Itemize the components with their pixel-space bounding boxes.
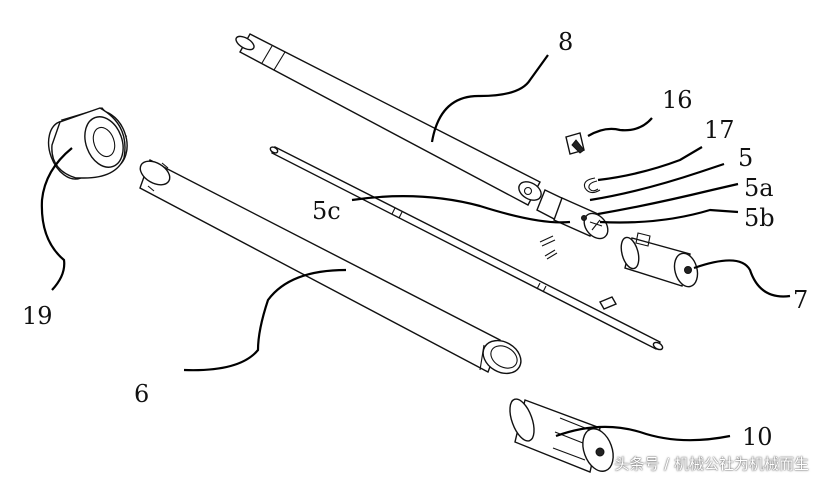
callout-10: 10: [742, 423, 773, 451]
leader-19: [40, 147, 73, 291]
leader-lines: [40, 54, 791, 442]
part-10-collet-body: [509, 398, 614, 473]
leader-5b: [599, 208, 739, 224]
callout-8: 8: [558, 28, 574, 56]
long-rod: [269, 146, 664, 351]
leader-5: [589, 162, 725, 202]
leader-7: [693, 259, 791, 298]
callout-16: 16: [662, 86, 693, 114]
part-19-ring: [47, 107, 128, 180]
part-7-sleeve: [620, 232, 699, 288]
callout-7: 7: [793, 286, 809, 314]
callout-6: 6: [134, 380, 150, 408]
callout-5a: 5a: [744, 174, 774, 202]
callout-19: 19: [22, 302, 53, 330]
callout-5b: 5b: [744, 204, 775, 232]
small-pins: [539, 235, 618, 310]
leader-16: [587, 117, 653, 137]
part-16-key: [565, 132, 585, 155]
leader-17: [597, 146, 703, 182]
watermark-text: 头条号 / 机械公社为机械而生: [614, 455, 809, 473]
part-5-collet: [536, 189, 609, 240]
leader-10: [555, 425, 731, 442]
part-6-tube: [139, 159, 522, 375]
leader-6: [183, 268, 347, 372]
part-8-shaft: [235, 33, 542, 206]
leader-5c: [351, 195, 571, 224]
callout-5: 5: [738, 144, 754, 172]
leader-5a: [597, 182, 739, 216]
callout-5c: 5c: [312, 197, 341, 225]
leader-8: [430, 54, 549, 143]
callout-17: 17: [704, 116, 735, 144]
part-17-snap-ring: [583, 177, 601, 194]
